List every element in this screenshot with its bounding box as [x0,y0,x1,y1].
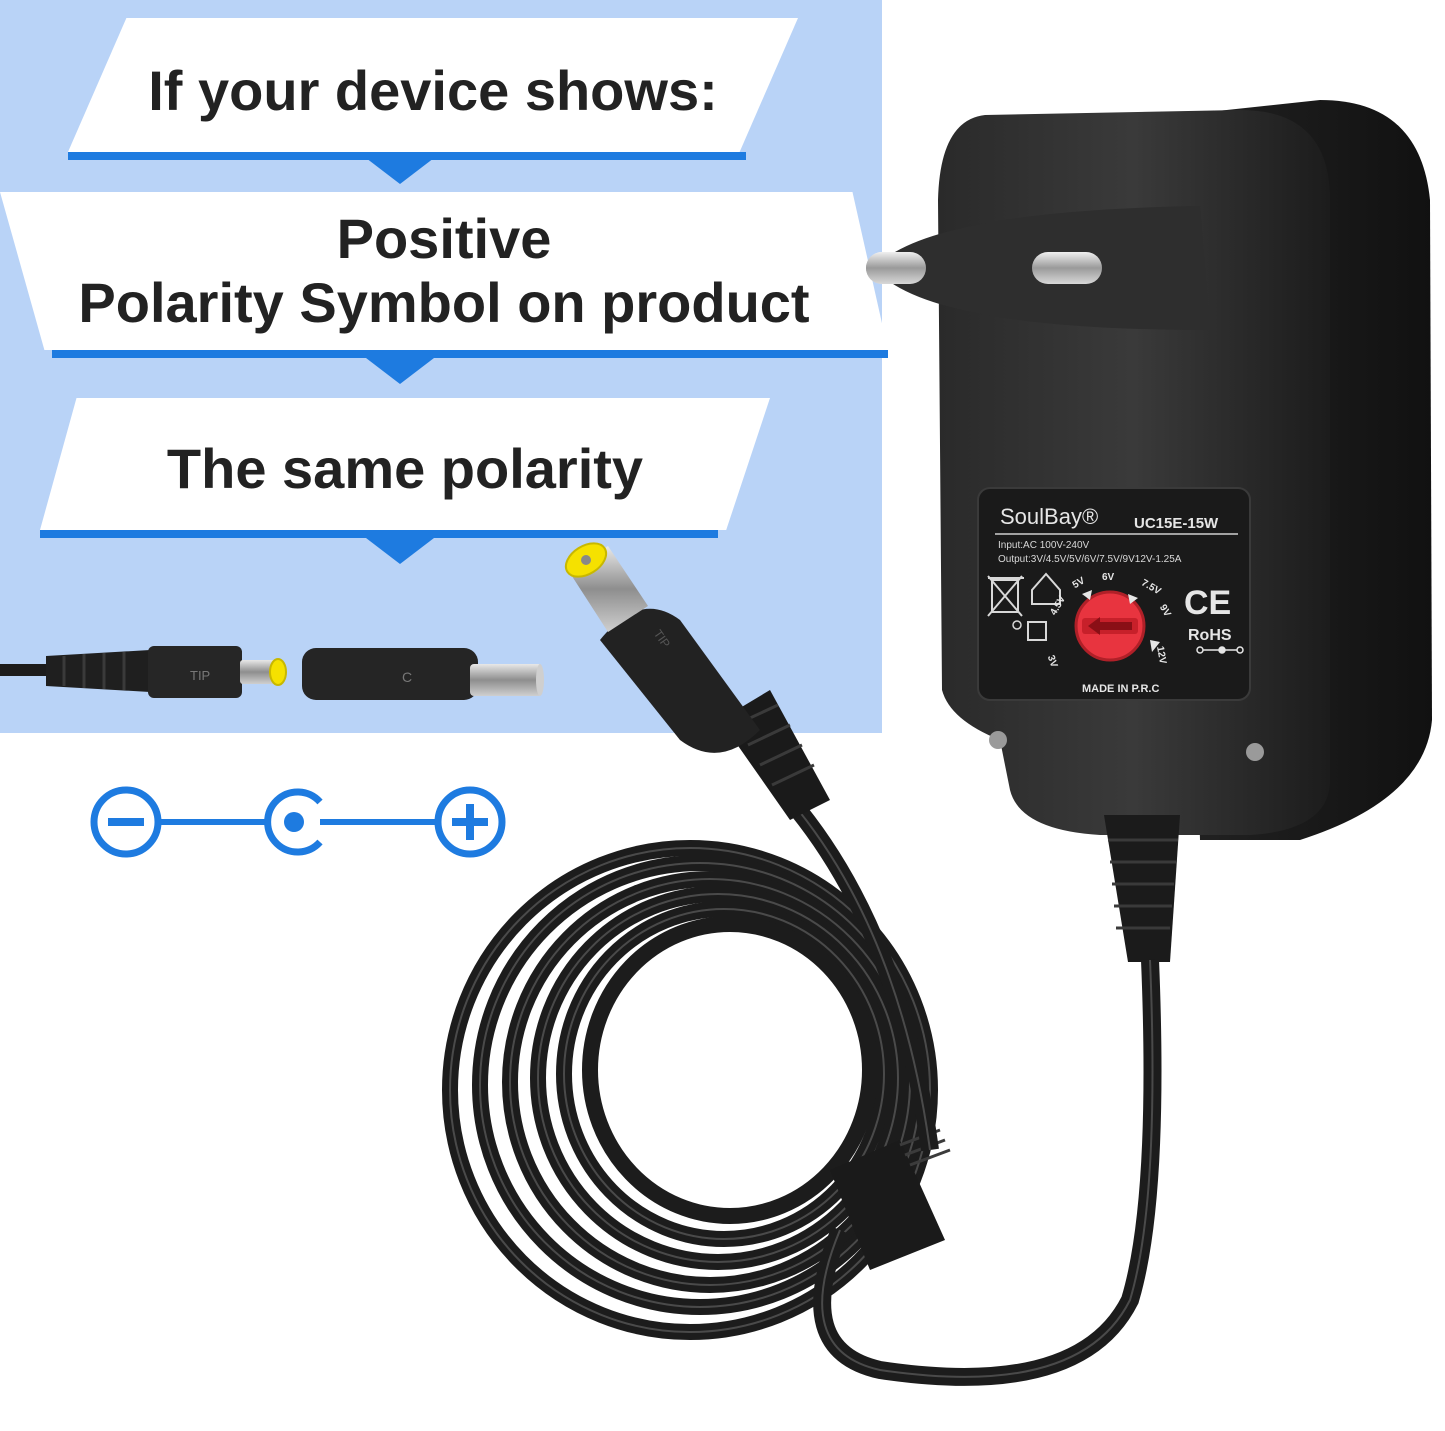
arrow-down-icon [366,538,434,564]
banner-text-positive: Positive [336,207,552,270]
arrow-down-icon [366,358,434,384]
weee-bin-icon [987,575,1024,617]
fuse-icon [1012,620,1022,630]
voltage-9v: 9V [1157,603,1173,619]
voltage-6v: 6V [1102,572,1115,583]
polarity-symbol-icon [1196,646,1244,654]
arrow-down-icon [366,158,434,184]
banner-text-device-shows: If your device shows: [148,59,718,122]
ce-mark: CE [1184,584,1231,622]
voltage-12v: 12V [1154,645,1168,665]
polarity-diagram [90,786,506,858]
label-output: Output:3V/4.5V/5V/6V/7.5V/9V12V-1.25A [998,554,1182,565]
double-insulation-icon [1027,621,1047,641]
dc-plug-large: TIP [564,542,830,820]
voltage-dial[interactable] [1074,590,1146,662]
banner-text-same-polarity: The same polarity [166,437,644,500]
label-input: Input:AC 100V-240V [998,540,1090,551]
adapter-strain-relief [1104,815,1180,962]
banner-device-shows: If your device shows: [68,18,798,160]
small-plug-tip-marking: TIP [190,668,210,683]
indoor-house-icon [1031,572,1061,605]
eu-plug-pins [866,206,1210,330]
banner-text-polarity-symbol: Polarity Symbol on product [78,271,810,334]
adapter-tip-center-marking: C [402,669,412,685]
voltage-3v: 3V [1045,654,1060,670]
label-brand: SoulBay® [1000,504,1098,529]
banner-same-polarity: The same polarity [40,398,770,538]
dc-adapter-tip: C [302,648,544,700]
voltage-5v: 5V [1071,575,1087,591]
label-made-in: MADE IN P.R.C [1082,683,1159,695]
banner-positive-polarity: Positive Polarity Symbol on product [0,192,888,358]
dc-cable-plug-small: TIP [0,646,287,698]
label-model: UC15E-15W [1134,515,1219,532]
rohs-mark: RoHS [1188,627,1232,644]
